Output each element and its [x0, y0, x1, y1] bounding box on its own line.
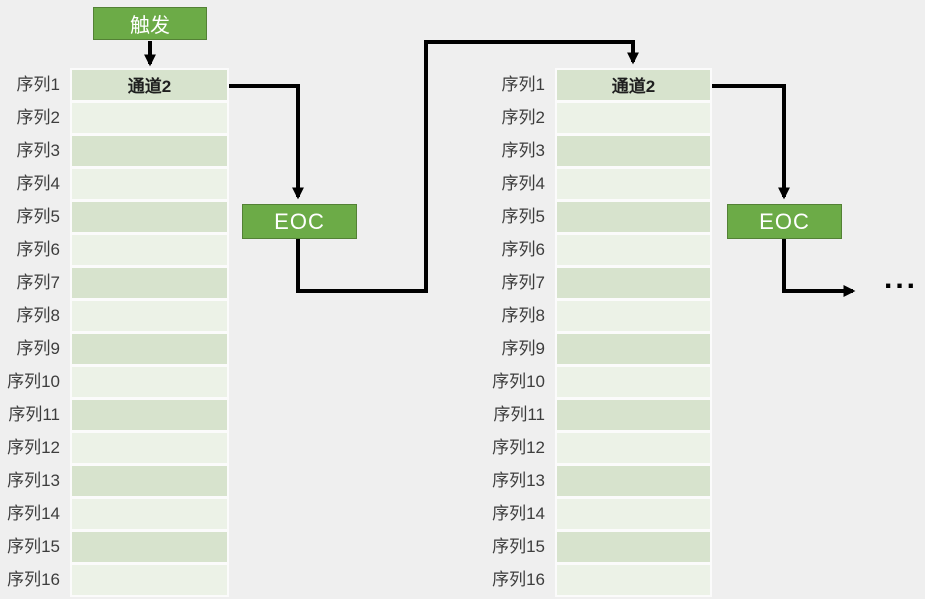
sequence-label: 序列8: [16, 306, 60, 325]
sequence-row: [72, 103, 227, 133]
trigger-box: 触发: [93, 7, 207, 40]
sequence-row: [72, 565, 227, 595]
sequence-row: [557, 400, 710, 430]
eoc-label: EOC: [274, 208, 325, 234]
sequence-row: [72, 136, 227, 166]
sequence-row: [557, 334, 710, 364]
sequence-label: 序列2: [501, 108, 545, 127]
sequence-labels-1: 序列1 序列2 序列3 序列4 序列5 序列6 序列7 序列8 序列9 序列10 序列11 序列12 序…: [485, 70, 545, 598]
sequence-label: 序列15: [492, 537, 545, 556]
sequence-label: 序列1: [16, 75, 60, 94]
sequence-row: [72, 334, 227, 364]
sequence-row: [557, 202, 710, 232]
sequence-label: 序列13: [7, 471, 60, 490]
sequence-label: 序列6: [501, 240, 545, 259]
sequence-row: [557, 136, 710, 166]
sequence-label: 序列5: [501, 207, 545, 226]
sequence-row: [72, 400, 227, 430]
trigger-label: 触发: [130, 15, 170, 37]
continuation-ellipsis: ...: [884, 262, 919, 295]
sequence-label: 序列3: [501, 141, 545, 160]
sequence-label: 序列14: [7, 504, 60, 523]
sequence-label: 序列14: [492, 504, 545, 523]
sequence-row: [557, 466, 710, 496]
sequence-row: [557, 532, 710, 562]
sequence-label: 序列7: [501, 273, 545, 292]
sequence-row: [72, 499, 227, 529]
sequence-label: 序列15: [7, 537, 60, 556]
sequence-label: 序列7: [16, 273, 60, 292]
sequence-label: 序列11: [493, 405, 545, 424]
sequence-label: 序列10: [7, 372, 60, 391]
sequence-row: [72, 532, 227, 562]
sequence-label: 序列12: [7, 438, 60, 457]
sequence-label: 序列8: [501, 306, 545, 325]
sequence-row: [72, 301, 227, 331]
sequence-row: [557, 367, 710, 397]
sequence-label: 序列4: [16, 174, 60, 193]
sequence-row: [557, 499, 710, 529]
sequence-table-0: 通道2: [70, 68, 229, 597]
arrow-channel2-to-eoc2: [710, 84, 790, 200]
sequence-label: 序列10: [492, 372, 545, 391]
sequence-labels-0: 序列1 序列2 序列3 序列4 序列5 序列6 序列7 序列8 序列9 序列10 序列11 序列12 序…: [0, 70, 60, 598]
sequence-row: [72, 202, 227, 232]
sequence-label: 序列12: [492, 438, 545, 457]
sequence-row: [557, 268, 710, 298]
sequence-row: [72, 367, 227, 397]
sequence-row: [557, 301, 710, 331]
sequence-row: [557, 433, 710, 463]
sequence-row: [72, 466, 227, 496]
arrow-channel1-to-eoc1: [227, 84, 304, 200]
sequence-label: 序列4: [501, 174, 545, 193]
sequence-row: [72, 268, 227, 298]
sequence-row: [557, 565, 710, 595]
sequence-label: 序列9: [16, 339, 60, 358]
sequence-row: [72, 235, 227, 265]
sequence-label: 序列6: [16, 240, 60, 259]
sequence-label: 序列9: [501, 339, 545, 358]
sequence-label: 序列2: [16, 108, 60, 127]
sequence-row: [72, 433, 227, 463]
sequence-label: 序列13: [492, 471, 545, 490]
arrow-eoc2-to-continuation: [782, 239, 856, 297]
sequence-label: 序列3: [16, 141, 60, 160]
sequence-label: 序列16: [492, 570, 545, 589]
sequence-row: [557, 169, 710, 199]
sequence-label: 序列1: [501, 75, 545, 94]
sequence-row: [557, 235, 710, 265]
channel-row: 通道2: [557, 70, 710, 100]
sequence-label: 序列11: [8, 405, 60, 424]
sequence-label: 序列5: [16, 207, 60, 226]
eoc-box-2: EOC: [727, 204, 842, 239]
sequence-table-1: 通道2: [555, 68, 712, 597]
sequence-row: [72, 169, 227, 199]
sequence-label: 序列16: [7, 570, 60, 589]
eoc-box-1: EOC: [242, 204, 357, 239]
sequence-row: [557, 103, 710, 133]
eoc-label: EOC: [759, 208, 810, 234]
channel-row: 通道2: [72, 70, 227, 100]
